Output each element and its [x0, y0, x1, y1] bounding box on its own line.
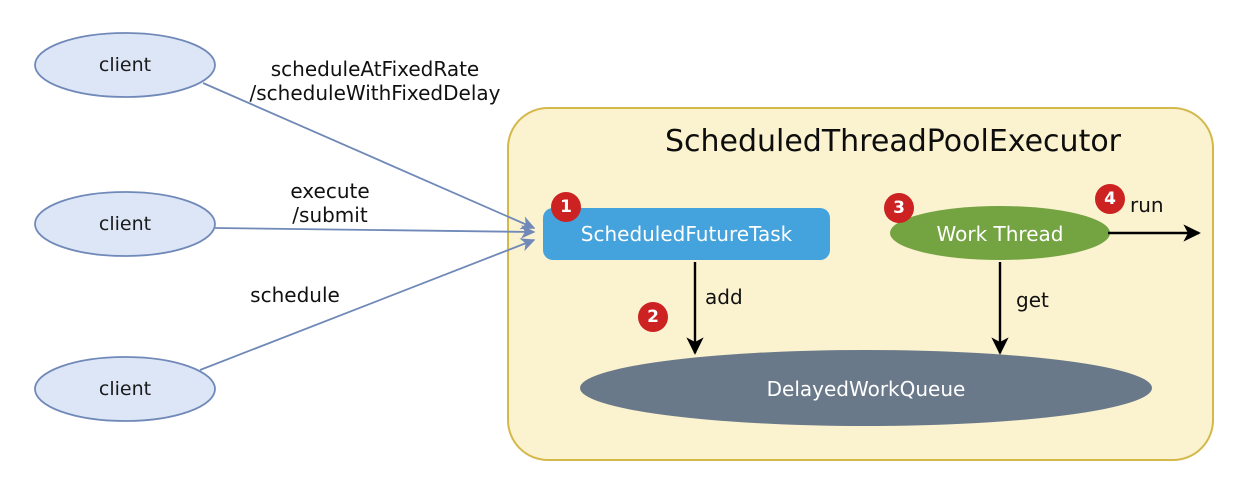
edge-execute-submit	[214, 224, 536, 239]
delayed-work-queue-label: DelayedWorkQueue	[766, 377, 966, 401]
client-label-1: client	[98, 54, 152, 76]
edge-schedule	[199, 238, 536, 371]
scheduled-future-task-box[interactable]	[543, 208, 830, 260]
work-thread-ellipse[interactable]	[890, 206, 1110, 260]
edge-label-get: get	[1016, 288, 1049, 312]
client-label-2: client	[98, 213, 152, 235]
edge-label-submit: /submit	[292, 203, 368, 227]
client-ellipse-3[interactable]	[34, 356, 216, 422]
edge-label-run: run	[1130, 193, 1164, 217]
edge-label-schedule: schedule	[250, 283, 340, 307]
client-ellipse-1[interactable]	[34, 32, 216, 98]
badge-label-1: 1	[560, 197, 572, 217]
scheduled-future-task-label: ScheduledFutureTask	[580, 222, 793, 246]
badge-label-3: 3	[893, 198, 905, 218]
badge-circle-3	[884, 193, 914, 223]
client-label-3: client	[98, 378, 152, 400]
badge-circle-4	[1095, 184, 1125, 214]
badge-label-4: 4	[1104, 189, 1116, 209]
badge-circle-2	[638, 302, 668, 332]
edge-label-add: add	[705, 285, 743, 309]
executor-title: ScheduledThreadPoolExecutor	[664, 124, 1122, 159]
delayed-work-queue-shape[interactable]	[580, 350, 1152, 426]
badge-label-2: 2	[647, 307, 659, 327]
edge-label-schedule-at-fixed-rate-line2: /scheduleWithFixedDelay	[249, 81, 501, 105]
work-thread-label: Work Thread	[936, 222, 1064, 246]
badge-circle-1	[551, 192, 581, 222]
edge-label-schedule-at-fixed-rate-line1: scheduleAtFixedRate	[270, 57, 480, 81]
edge-label-execute: execute	[290, 179, 370, 203]
client-ellipse-2[interactable]	[34, 191, 216, 257]
edge-schedule-at-fixed-rate	[202, 82, 536, 230]
